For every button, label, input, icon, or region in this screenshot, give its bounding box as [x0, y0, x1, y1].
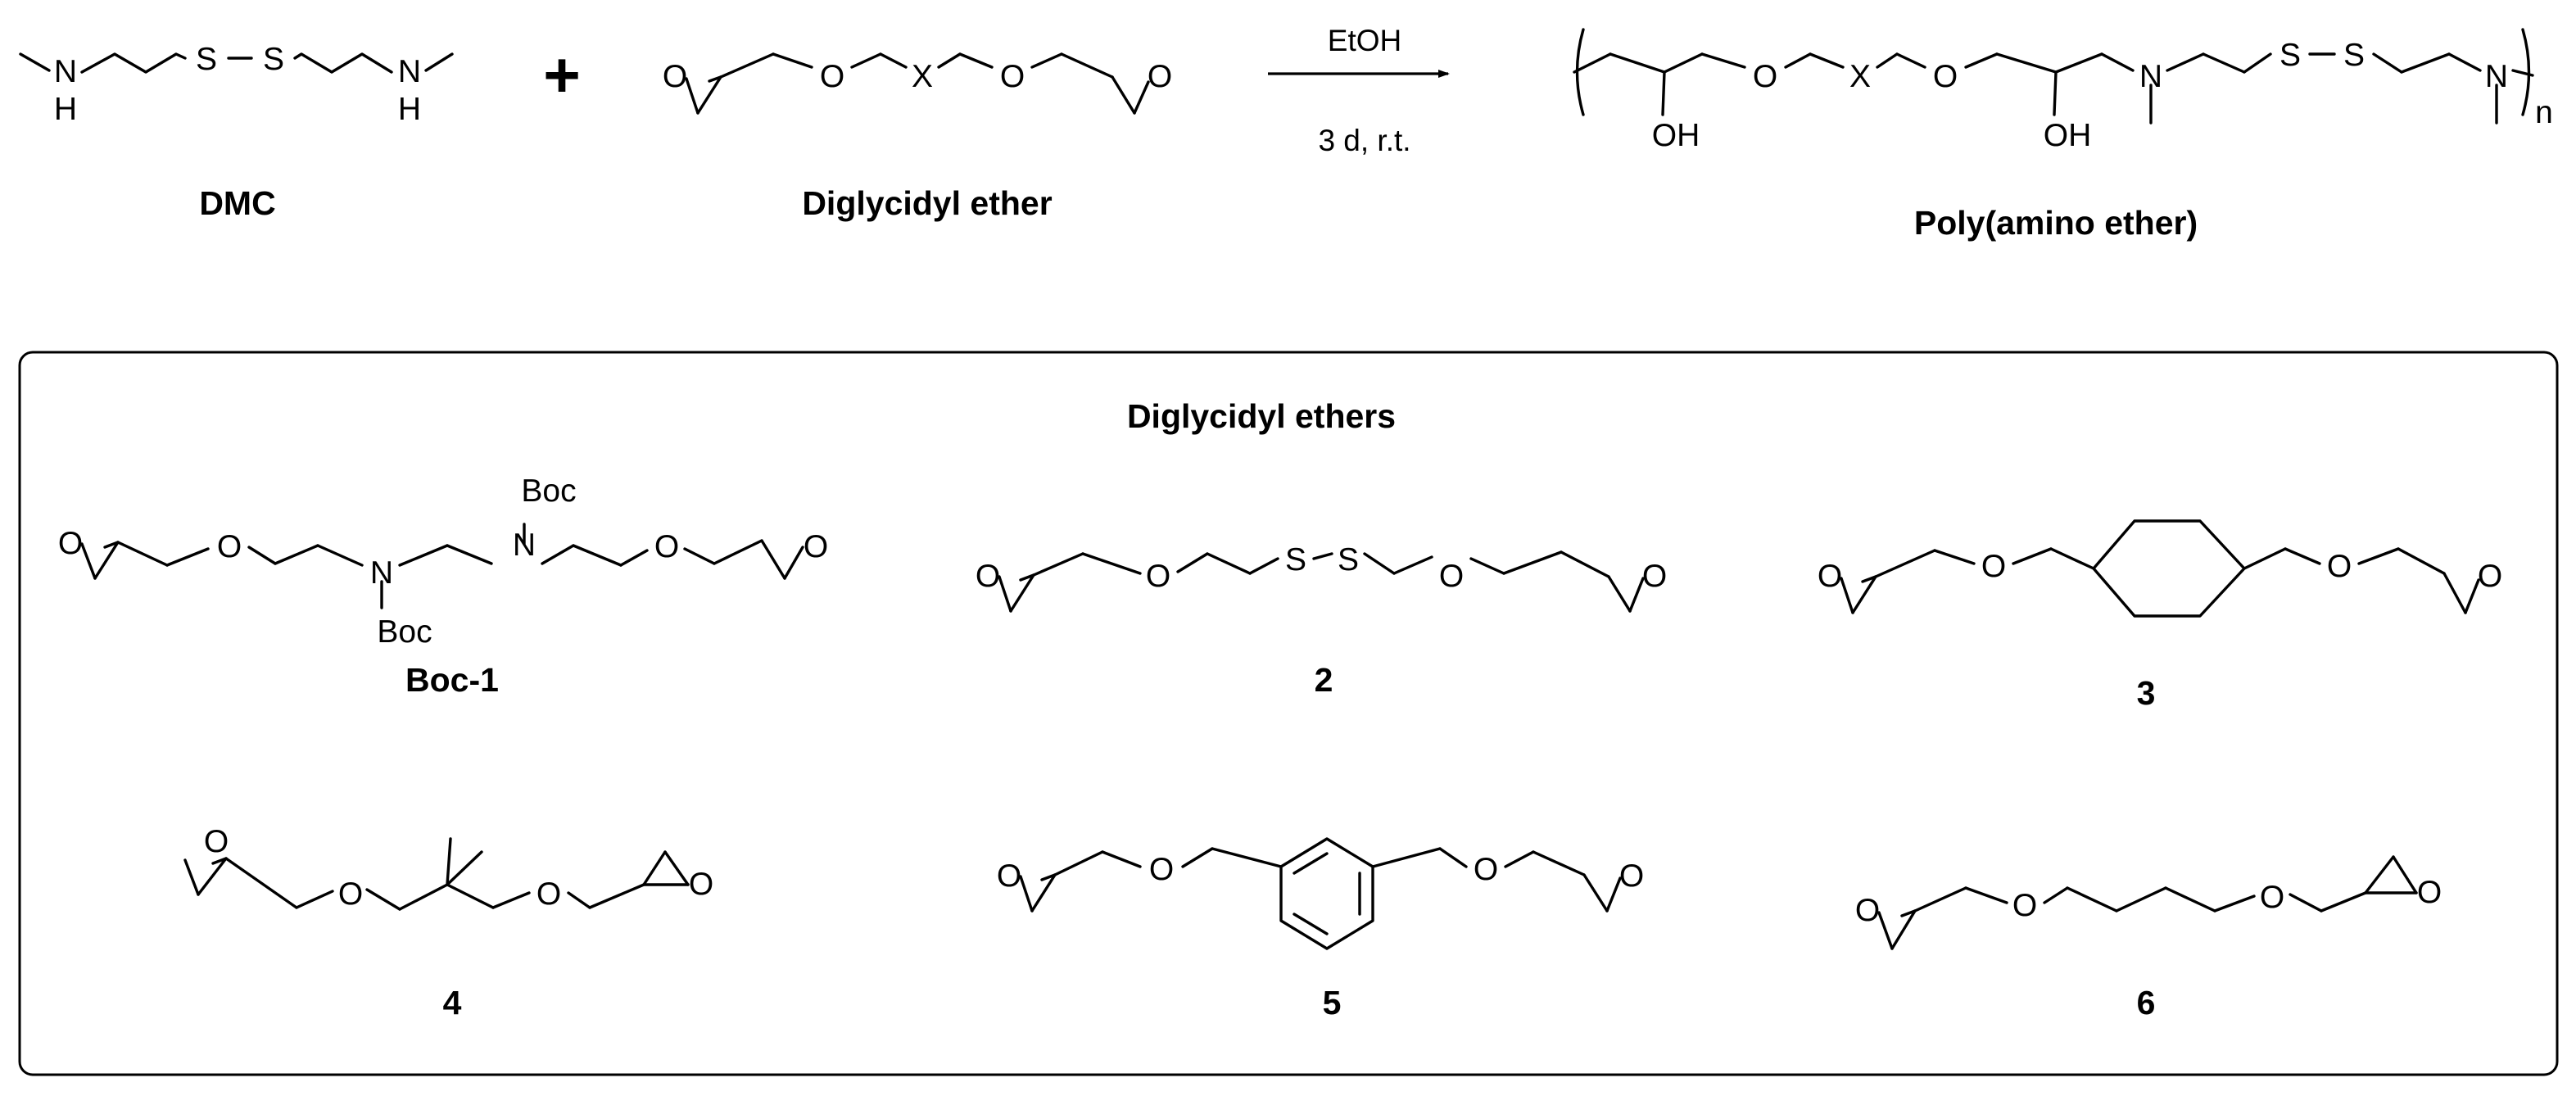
- dge-atom-o3: O: [1000, 59, 1025, 94]
- compound-label-3: 3: [2137, 674, 2156, 712]
- compound-label-boc-1: Boc-1: [405, 661, 499, 699]
- c2-atom-o4: O: [1642, 559, 1667, 594]
- boc1-atom-o1: O: [58, 526, 83, 561]
- diglycidyl-ether-label: Diglycidyl ether: [802, 184, 1052, 222]
- c6-atom-o2: O: [2012, 888, 2037, 923]
- c4-atom-o2: O: [338, 876, 363, 912]
- product-atom-o2: O: [1933, 59, 1958, 94]
- product-atom-x: X: [1849, 59, 1871, 94]
- compound-3-structure: O O O O: [1818, 519, 2502, 618]
- time-temp-label: 3 d, r.t.: [1318, 124, 1410, 157]
- product-atom-s1: S: [2279, 38, 2301, 73]
- c3-atom-o4: O: [2478, 559, 2502, 594]
- compound-label-6: 6: [2137, 984, 2156, 1021]
- boc1-atom-boc1: Boc: [377, 614, 432, 650]
- c4-atom-o1: O: [204, 824, 229, 859]
- compound-label-2: 2: [1315, 661, 1333, 699]
- right-bracket: [2521, 28, 2531, 116]
- c5-atom-o2: O: [1149, 852, 1174, 887]
- boc1-atom-o3: O: [654, 529, 679, 564]
- c5-atom-o3: O: [1474, 852, 1498, 887]
- c3-cyclohexane-ring: [2092, 519, 2246, 618]
- panel-title: Diglycidyl ethers: [1127, 397, 1396, 435]
- boc1-atom-o2: O: [217, 529, 242, 564]
- compound-label-4: 4: [443, 984, 462, 1021]
- dge-atom-o1: O: [663, 59, 687, 94]
- boc1-atom-n2: N: [513, 528, 536, 563]
- c6-atom-o3: O: [2260, 880, 2284, 915]
- poly-amino-ether-label: Poly(amino ether): [1914, 204, 2198, 242]
- product-atom-oh1: OH: [1652, 118, 1700, 153]
- dmc-atom-s1: S: [196, 42, 217, 77]
- diglycidyl-ethers-panel: [18, 351, 2559, 1076]
- c6-atom-o1: O: [1855, 893, 1880, 928]
- c2-atom-s2: S: [1338, 542, 1359, 577]
- product-atom-s2: S: [2343, 38, 2365, 73]
- c2-atom-s1: S: [1285, 542, 1306, 577]
- dmc-atom-s2: S: [263, 42, 284, 77]
- solvent-label: EtOH: [1328, 24, 1401, 57]
- compound-4-structure: O O O O: [183, 824, 713, 912]
- c4-atom-o4: O: [689, 867, 713, 902]
- compound-boc-1-structure: O O N Boc N Boc O O: [58, 473, 828, 650]
- compound-label-5: 5: [1323, 984, 1342, 1021]
- c5-benzene-ring: [1279, 837, 1374, 950]
- diglycidyl-ether-structure: O O X O O: [663, 52, 1172, 115]
- product-atom-n1: N: [2139, 59, 2162, 94]
- left-bracket: [1575, 28, 1585, 116]
- dmc-atom-h1: H: [54, 92, 77, 127]
- plus-sign: +: [543, 38, 581, 111]
- c5-atom-o1: O: [997, 858, 1021, 894]
- compound-2-structure: O O S S O O: [976, 542, 1667, 613]
- c2-atom-o1: O: [976, 559, 1000, 594]
- boc1-atom-o4: O: [804, 529, 828, 564]
- c2-atom-o3: O: [1439, 559, 1464, 594]
- product-atom-n2: N: [2485, 59, 2508, 94]
- product-repeat-subscript: n: [2535, 95, 2553, 130]
- poly-amino-ether-structure: OH O X O OH N S S N n: [1573, 28, 2553, 153]
- dmc-atom-n2: N: [398, 54, 421, 89]
- c3-atom-o3: O: [2327, 549, 2352, 584]
- dge-atom-o2: O: [820, 59, 844, 94]
- c4-atom-o3: O: [536, 876, 561, 912]
- dge-atom-x: X: [912, 59, 933, 94]
- c6-atom-o4: O: [2417, 875, 2442, 910]
- c3-atom-o2: O: [1981, 549, 2006, 584]
- boc1-atom-boc2: Boc: [521, 473, 576, 509]
- dmc-atom-h2: H: [398, 92, 421, 127]
- boc1-atom-n1: N: [370, 555, 393, 591]
- product-atom-oh2: OH: [2044, 118, 2092, 153]
- c2-atom-o2: O: [1146, 559, 1170, 594]
- dmc-structure: N H S S N H: [19, 42, 454, 127]
- c5-atom-o4: O: [1619, 858, 1644, 894]
- dmc-atom-n1: N: [54, 54, 77, 89]
- dge-atom-o4: O: [1148, 59, 1172, 94]
- product-atom-o1: O: [1753, 59, 1777, 94]
- compound-5-structure: O O O O: [997, 837, 1644, 950]
- compound-6-structure: O O O O: [1855, 855, 2442, 950]
- c3-atom-o1: O: [1818, 559, 1842, 594]
- dmc-label: DMC: [199, 184, 275, 222]
